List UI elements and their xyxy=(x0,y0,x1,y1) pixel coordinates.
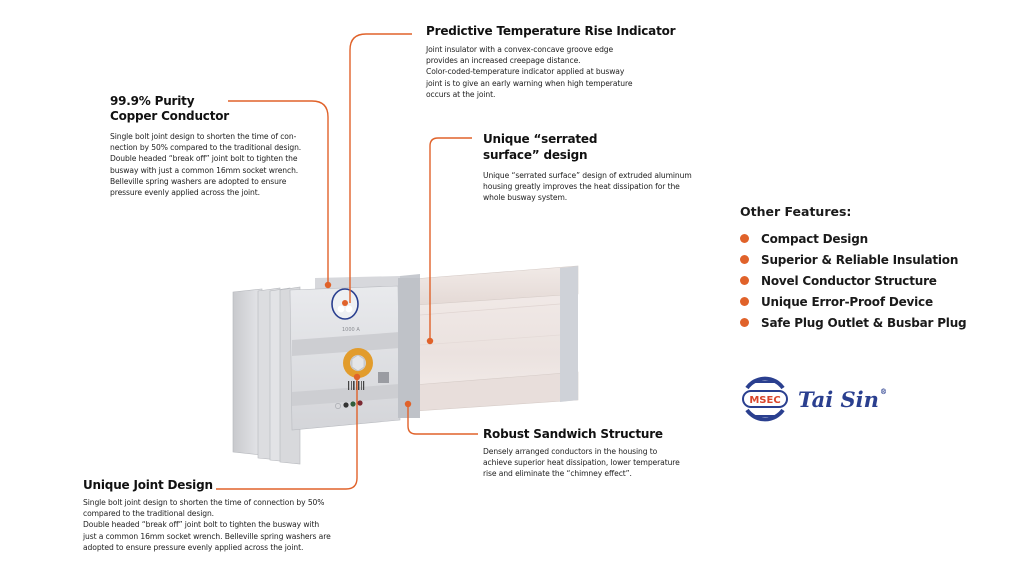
feature-label: Safe Plug Outlet & Busbar Plug xyxy=(761,315,967,330)
callout-copper-description: Single bolt joint design to shorten the … xyxy=(110,132,302,198)
connector-serrated xyxy=(429,137,472,340)
feature-label: Superior & Reliable Insulation xyxy=(761,252,959,267)
callout-serrated-title-line1: Unique “serrated xyxy=(483,132,598,146)
feature-label: Unique Error-Proof Device xyxy=(761,294,933,309)
bullet-icon xyxy=(740,297,749,306)
brand-logo: MSEC Tai Sin® xyxy=(741,374,887,424)
feature-label: Compact Design xyxy=(761,231,868,246)
other-features-list: Compact Design Superior & Reliable Insul… xyxy=(740,228,970,333)
callout-sandwich-title: Robust Sandwich Structure xyxy=(483,427,663,441)
connector-predictive xyxy=(349,33,412,303)
svg-text:MSEC: MSEC xyxy=(749,395,780,406)
callout-predictive-description: Joint insulator with a convex-concave gr… xyxy=(426,45,633,99)
brand-name: Tai Sin® xyxy=(798,387,887,412)
product-rating-label: 1000 A xyxy=(342,327,360,333)
connector-joint xyxy=(216,377,358,490)
feature-label: Novel Conductor Structure xyxy=(761,273,937,288)
callout-copper: 99.9% Purity Copper Conductor Single bol… xyxy=(110,94,310,198)
bullet-icon xyxy=(740,255,749,264)
busway-housing xyxy=(399,265,579,414)
callout-serrated-title-line2: surface” design xyxy=(483,148,588,162)
msec-logo-icon: MSEC xyxy=(742,376,788,422)
callout-predictive-title: Predictive Temperature Rise Indicator xyxy=(426,24,676,38)
callout-copper-title-line1: 99.9% Purity xyxy=(110,94,195,108)
feature-item: Safe Plug Outlet & Busbar Plug xyxy=(740,312,970,333)
other-features-title: Other Features: xyxy=(740,204,852,219)
callout-sandwich-description: Densely arranged conductors in the housi… xyxy=(483,447,680,479)
bullet-icon xyxy=(740,234,749,243)
feature-item: Superior & Reliable Insulation xyxy=(740,249,970,270)
registered-mark: ® xyxy=(879,386,887,396)
callout-joint: Unique Joint Design Single bolt joint de… xyxy=(83,478,343,553)
joint-plates xyxy=(232,276,420,465)
feature-item: Unique Error-Proof Device xyxy=(740,291,970,312)
brand-name-text: Tai Sin xyxy=(798,386,879,412)
qr-code xyxy=(378,372,389,383)
callout-predictive: Predictive Temperature Rise Indicator Jo… xyxy=(426,24,686,100)
callout-serrated: Unique “serrated surface” design Unique … xyxy=(483,131,703,204)
joint-bolt-washer xyxy=(343,348,373,378)
callout-joint-description: Single bolt joint design to shorten the … xyxy=(83,498,331,552)
callout-joint-title: Unique Joint Design xyxy=(83,478,213,492)
bullet-icon xyxy=(740,318,749,327)
feature-item: Compact Design xyxy=(740,228,970,249)
bullet-icon xyxy=(740,276,749,285)
connector-sandwich xyxy=(407,404,478,435)
barcode xyxy=(348,381,365,390)
callout-copper-title-line2: Copper Conductor xyxy=(110,109,230,123)
temperature-indicator xyxy=(331,288,359,320)
callout-sandwich: Robust Sandwich Structure Densely arrang… xyxy=(483,427,703,480)
other-features: Other Features: Compact Design Superior … xyxy=(740,204,970,333)
callout-serrated-description: Unique “serrated surface” design of extr… xyxy=(483,171,692,203)
feature-item: Novel Conductor Structure xyxy=(740,270,970,291)
